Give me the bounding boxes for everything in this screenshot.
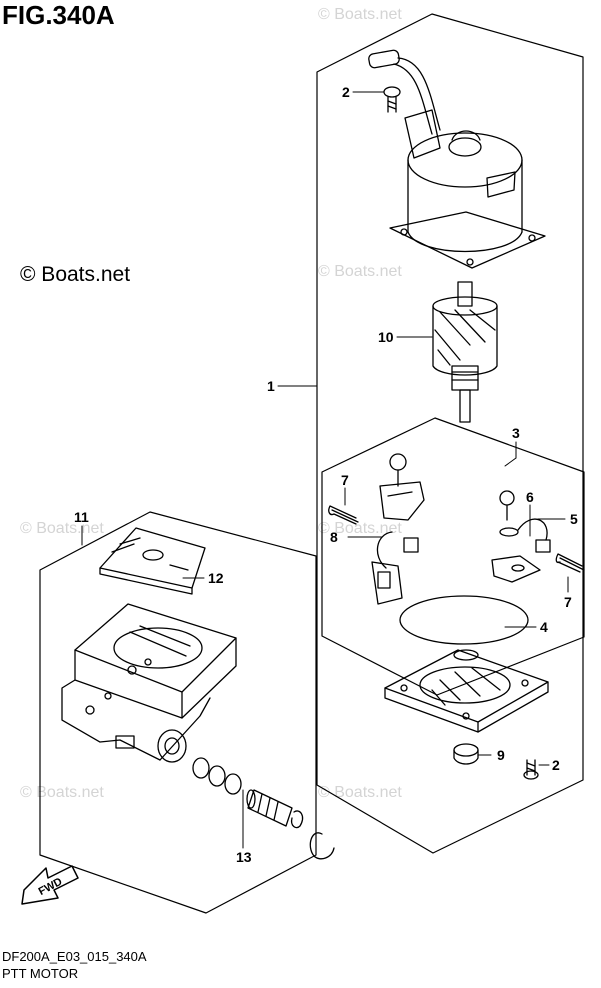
spring-part-7-right (555, 553, 585, 573)
callout-4: 4 (540, 619, 548, 635)
valve-assembly-part-13 (192, 757, 335, 860)
watermark: © Boats.net (318, 6, 402, 23)
callout-8: 8 (330, 529, 338, 545)
callout-13: 13 (236, 849, 252, 865)
washer-part-9 (453, 743, 479, 765)
watermark: © Boats.net (20, 520, 104, 537)
assembly-outline-1 (316, 13, 584, 854)
brush-holder-part-5 (491, 490, 551, 583)
screw-part-2-top (383, 86, 401, 113)
cap-part-12 (99, 527, 206, 595)
callout-11: 11 (74, 509, 89, 525)
callout-6: 6 (526, 489, 534, 505)
callout-7-right: 7 (564, 594, 572, 610)
callout-1: 1 (267, 378, 275, 394)
copyright-notice: © Boats.net (20, 263, 131, 286)
armature-part-10 (432, 281, 498, 423)
brush-holder-part-8 (371, 453, 425, 605)
spring-part-7-left (328, 505, 359, 525)
callout-9: 9 (497, 747, 505, 763)
assembly-outline-3 (321, 417, 585, 696)
pump-body (61, 603, 237, 763)
figure-title: FIG.340A (2, 0, 115, 30)
fwd-arrow-icon (21, 865, 79, 905)
motor-housing (368, 49, 546, 269)
diagram-name: PTT MOTOR (2, 966, 79, 981)
assembly-outline-11 (39, 511, 317, 914)
leader-lines (81, 91, 569, 849)
callout-3: 3 (512, 425, 520, 441)
callout-2-top: 2 (342, 84, 350, 100)
watermark: © Boats.net (318, 784, 402, 801)
callout-5: 5 (570, 511, 578, 527)
diagram-code: DF200A_E03_015_340A (2, 949, 147, 964)
base-plate (384, 649, 549, 733)
callout-12: 12 (208, 570, 224, 586)
callout-10: 10 (378, 329, 394, 345)
fwd-label: FWD (37, 876, 65, 898)
watermark: © Boats.net (318, 520, 402, 537)
screw-part-2-bottom (523, 759, 539, 780)
watermark: © Boats.net (318, 263, 402, 280)
watermark: © Boats.net (20, 784, 104, 801)
callout-7-left: 7 (341, 472, 349, 488)
o-ring-part-4 (399, 595, 529, 645)
callout-2-bottom: 2 (552, 757, 560, 773)
